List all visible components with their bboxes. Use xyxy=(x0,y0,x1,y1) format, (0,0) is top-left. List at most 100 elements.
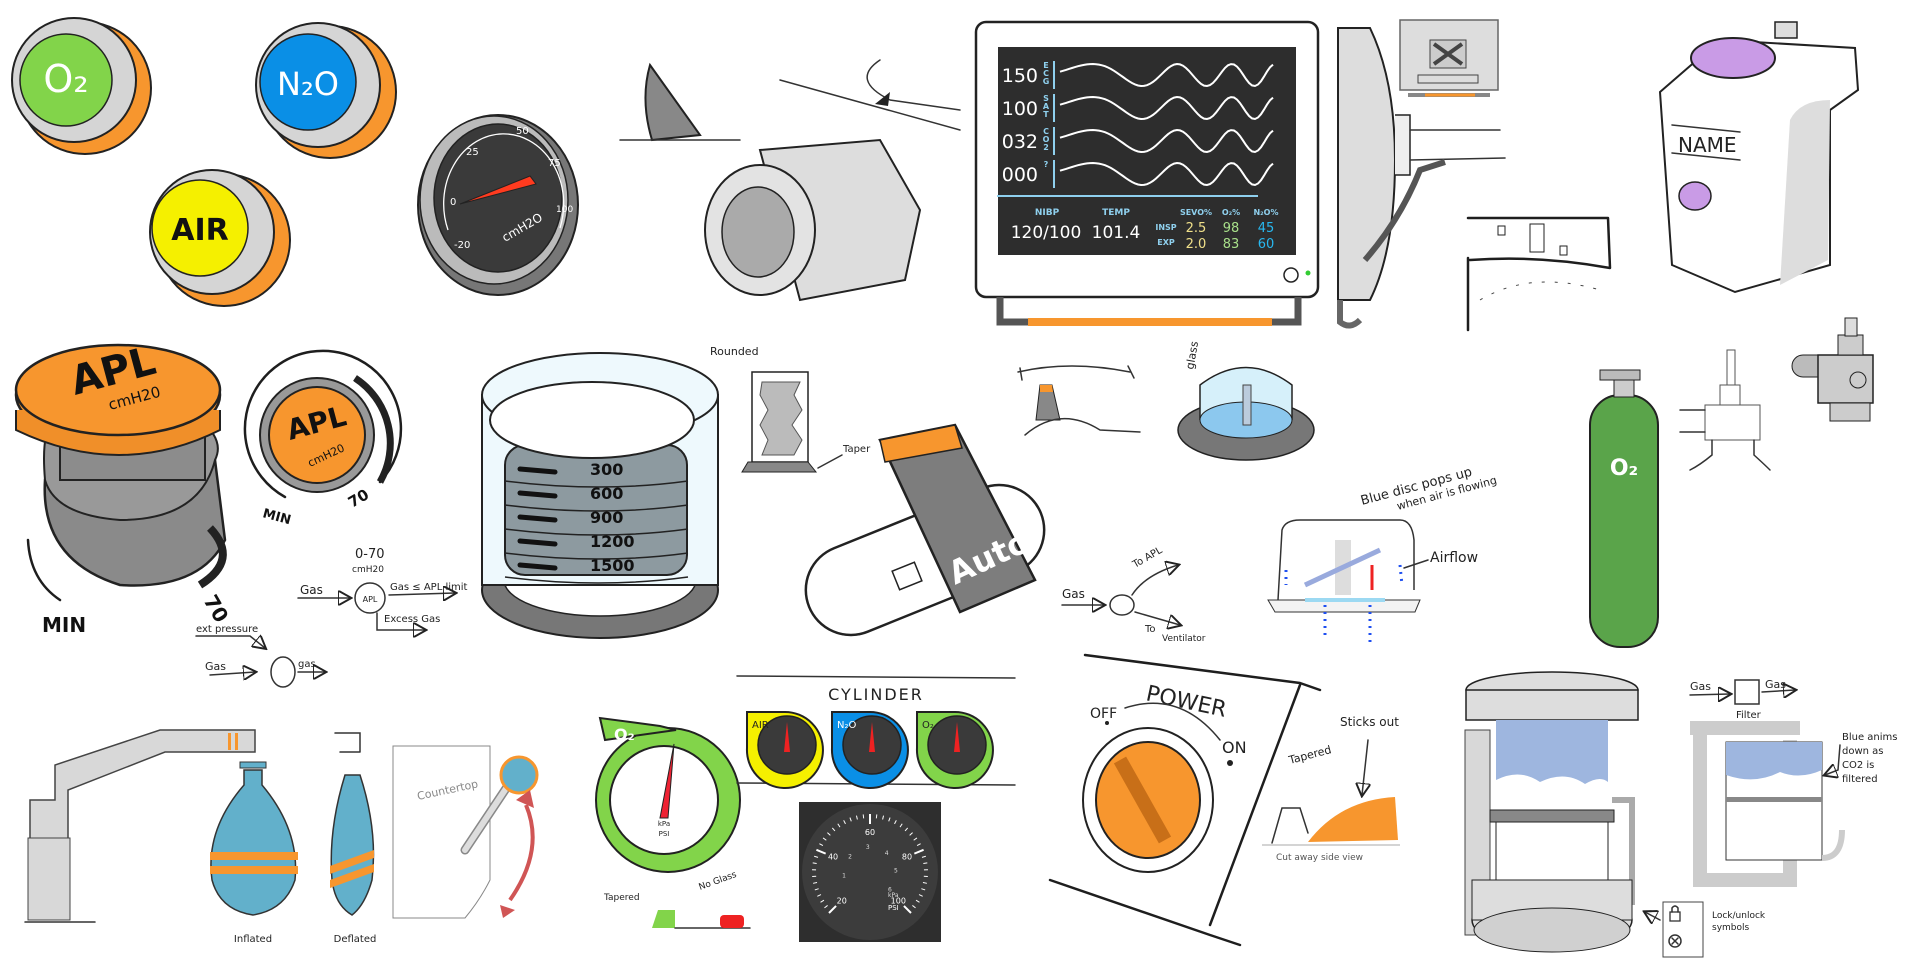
x-icon xyxy=(1432,42,1464,66)
lock-icon xyxy=(1497,225,1506,236)
canister-note-line: CO2 is xyxy=(1842,760,1874,771)
vital-label: ECG xyxy=(1042,61,1051,85)
cylinder-gauge-label: AIR xyxy=(752,720,769,731)
exp-value: 2.0 xyxy=(1186,237,1207,252)
gauge-tick: 25 xyxy=(466,147,479,158)
no-glass-label: No Glass xyxy=(698,870,739,893)
psi-inner-label: 4 xyxy=(885,850,889,857)
n2o-knob: N₂O xyxy=(255,22,397,159)
glass-label: glass xyxy=(1183,340,1201,370)
psi-inner-label: 5 xyxy=(894,868,898,875)
unlock-icon xyxy=(1559,245,1568,256)
psi-inner-label: 6 xyxy=(888,887,892,894)
insp-value: 98 xyxy=(1223,221,1240,236)
glass-dome-valve: glass xyxy=(1177,340,1315,461)
o2-knob-label: O₂ xyxy=(43,57,88,101)
breathing-bag-arm xyxy=(24,729,256,923)
deflated-bag: Deflated xyxy=(330,732,377,945)
vaporizer-dial xyxy=(1678,181,1712,211)
lock-closed-icon xyxy=(1669,905,1681,922)
apl-min-label: MIN xyxy=(42,613,86,637)
exp-label: EXP xyxy=(1157,238,1175,247)
vital-value: 100 xyxy=(1002,98,1038,120)
waveform xyxy=(1059,62,1274,88)
cylinder-gauge: O₂ xyxy=(915,711,994,789)
air-knob: AIR xyxy=(149,169,291,307)
cutaway-tapered: Tapered xyxy=(1286,743,1332,767)
cylinder-gauge-label: O₂ xyxy=(922,720,934,731)
o2-knob: O₂ xyxy=(11,17,152,155)
vaporizer-name-label: NAME xyxy=(1678,133,1737,157)
deflated-label: Deflated xyxy=(334,934,377,945)
psi-inner-label: 3 xyxy=(866,844,870,851)
gauge-needle xyxy=(459,175,537,205)
cylinder-valve-sketch xyxy=(1679,349,1771,471)
monitor-knob xyxy=(1283,267,1299,283)
switch-cutaway: Tapered Sticks out Cut away side view xyxy=(1262,715,1400,863)
gas-split-diagram: Gas To APL To Ventilator xyxy=(1061,545,1206,644)
insp-value: 2.5 xyxy=(1186,221,1207,236)
power-title: POWER xyxy=(1144,681,1229,722)
filter-diagram: Gas Gas Filter xyxy=(1689,678,1795,721)
o2-cylinder: O₂ xyxy=(1589,369,1659,648)
auto-switch: Auto xyxy=(804,423,1046,637)
o2-gauge-unit-psi: PSI xyxy=(659,830,670,838)
insp-label: INSP xyxy=(1155,223,1176,232)
psi-inner-label: 2 xyxy=(848,853,852,860)
psi-inner-label: 1 xyxy=(842,872,846,879)
rounded-label: Rounded xyxy=(710,345,759,358)
ext-pressure-diagram: ext pressure Gas gas xyxy=(195,624,325,688)
countertop-lever: Countertop xyxy=(392,745,539,919)
waveform xyxy=(1059,95,1274,121)
flow-indicator xyxy=(1017,365,1141,436)
apl-gas-out: Gas ≤ APL limit xyxy=(390,582,468,593)
psi-outer-label: 80 xyxy=(902,853,912,862)
waveform xyxy=(1059,128,1274,154)
nibp-value: 120/100 xyxy=(1011,223,1082,243)
split-to-apl: To APL xyxy=(1130,545,1165,571)
hose-fitting xyxy=(704,59,961,302)
psi-unit-psi: PSI xyxy=(888,904,899,912)
gauge-tick: 100 xyxy=(556,205,573,215)
apl-range-unit: cmH20 xyxy=(352,565,384,575)
cutaway-sticks-out: Sticks out xyxy=(1340,715,1399,729)
bellows-volume-mark: 1200 xyxy=(590,532,635,551)
no-icon xyxy=(1668,934,1682,948)
psi-unit-kpa: kPa xyxy=(888,892,899,899)
apl-range: 0-70 xyxy=(355,547,385,562)
vaporizer: NAME xyxy=(1658,21,1860,294)
gas-header: SEVO% xyxy=(1180,208,1212,217)
vital-label: SAT xyxy=(1042,94,1051,118)
psi-outer-label: 60 xyxy=(865,828,875,837)
gauge-tick: 75 xyxy=(548,158,561,169)
o2-gauge-unit-kpa: kPa xyxy=(658,820,670,828)
power-off-label: OFF xyxy=(1090,706,1117,722)
cylinder-valve-3d xyxy=(1791,317,1874,422)
apl-top-max: 70 xyxy=(345,485,372,511)
airflow-label: Airflow xyxy=(1430,550,1478,566)
gas-header: N₂O% xyxy=(1253,208,1278,217)
apl-flow-diagram: 0-70 cmH20 Gas APL Gas ≤ APL limit Exces… xyxy=(297,547,468,630)
filter-gas-out: Gas xyxy=(1765,678,1786,691)
bellows-volume-mark: 1500 xyxy=(590,556,635,575)
apl-excess: Excess Gas xyxy=(384,614,440,625)
psi-outer-label: 20 xyxy=(837,896,847,905)
filter-label: Filter xyxy=(1736,710,1762,721)
o2-gauge-label: O₂ xyxy=(614,725,635,744)
canister-note-line: down as xyxy=(1842,746,1884,757)
power-switch-panel: POWER OFF ON xyxy=(1048,653,1322,947)
canister-note-line: Blue anims xyxy=(1842,732,1898,743)
ext-pressure-label: ext pressure xyxy=(196,624,258,635)
monitor-side-view xyxy=(1337,27,1506,329)
ext-gas-in: Gas xyxy=(205,660,226,673)
split-to: To xyxy=(1144,624,1156,635)
exp-value: 83 xyxy=(1223,237,1240,252)
apl-max-label: 70 xyxy=(199,591,234,627)
apl-knob-3d: APL cmH20 MIN 70 xyxy=(14,338,234,637)
taper-label: Taper xyxy=(842,444,871,455)
cylinder-gauge: AIR xyxy=(745,711,824,789)
